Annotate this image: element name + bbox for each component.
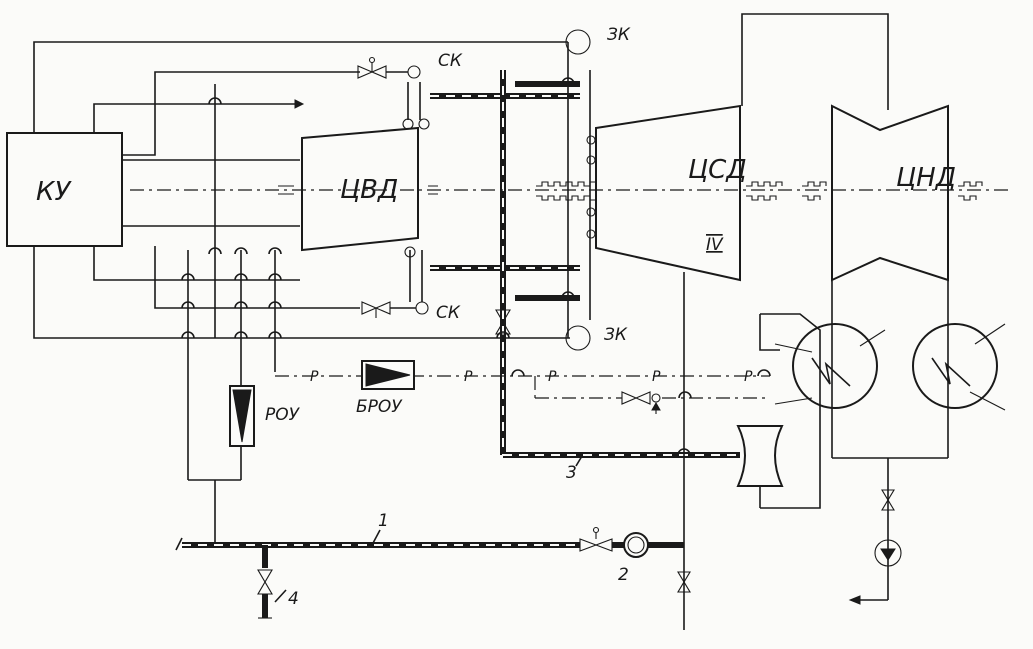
- ip-cylinder-label: ЦСД: [688, 155, 747, 185]
- condenser-right: [912, 323, 1006, 411]
- check-valve-bottom-label: ЗК: [604, 325, 628, 345]
- boiler-piping: [33, 41, 570, 545]
- shaft-axis: [130, 181, 1010, 201]
- condenser-left: [774, 323, 886, 409]
- brou-label: БРОУ: [356, 397, 403, 417]
- rou-unit: РОУ: [229, 385, 301, 447]
- marker-2: 2: [618, 565, 629, 585]
- stop-valve-bottom: СК: [361, 246, 461, 323]
- control-line: Р Р Р Р Р: [275, 369, 771, 414]
- p-mark-1: Р: [310, 369, 319, 385]
- check-valve-top-label: ЗК: [607, 25, 631, 45]
- reheat-piping: [430, 42, 740, 458]
- stop-valve-bottom-label: СК: [436, 303, 461, 323]
- rou-label: РОУ: [265, 405, 301, 425]
- stop-valve-top: СК: [357, 51, 463, 130]
- marker-3: 3: [566, 463, 577, 483]
- lp-cylinder: ЦНД: [741, 13, 956, 282]
- p-mark-2: Р: [464, 369, 473, 385]
- condenser-piping: [759, 280, 949, 605]
- p-mark-4: Р: [652, 369, 661, 385]
- boiler-label: КУ: [36, 177, 72, 207]
- marker-1: 1: [378, 511, 389, 531]
- spray-unit: [736, 425, 784, 508]
- boiler-box: [6, 132, 123, 247]
- extraction-label: IV: [706, 235, 724, 255]
- p-mark-3: Р: [548, 369, 557, 385]
- check-valve-top: ЗК: [565, 25, 631, 55]
- main-header: 1 2 4: [175, 272, 691, 630]
- check-valve-bottom: ЗК: [565, 325, 628, 351]
- p-mark-5: Р: [744, 369, 753, 385]
- stop-valve-top-label: СК: [438, 51, 463, 71]
- brou-unit: БРОУ: [356, 360, 415, 417]
- boiler-unit: КУ: [6, 132, 123, 247]
- hp-cylinder: ЦВД: [301, 126, 419, 252]
- marker-4: 4: [288, 589, 299, 609]
- lp-cylinder-label: ЦНД: [896, 163, 956, 193]
- ip-cylinder: ЦСД IV: [586, 104, 747, 282]
